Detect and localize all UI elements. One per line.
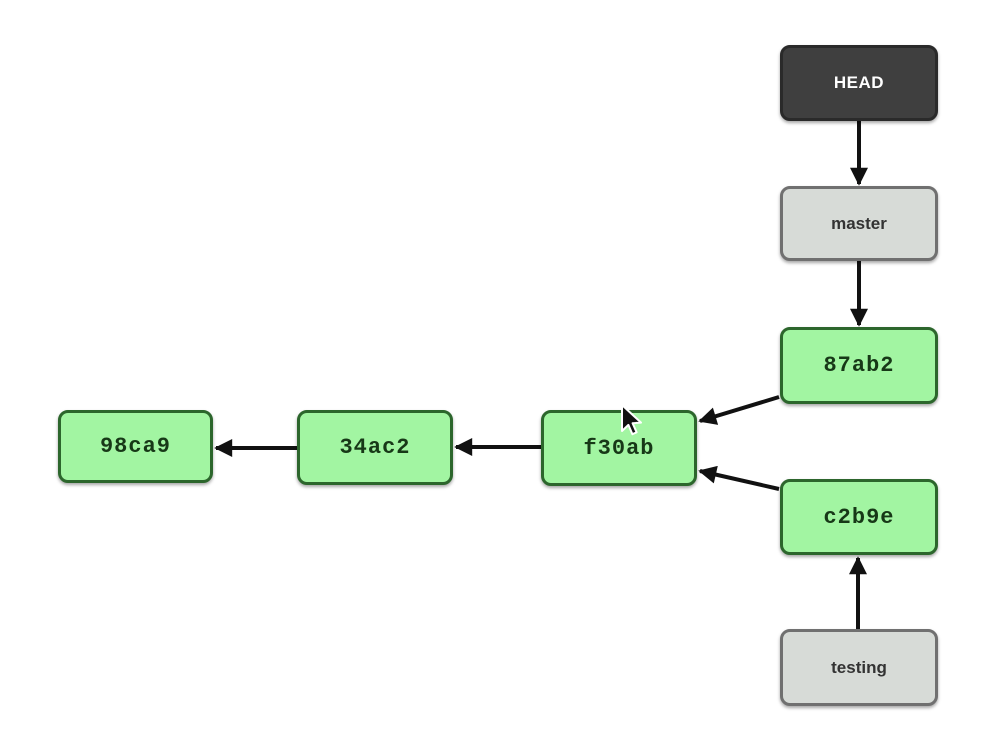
node-commit-87ab2: 87ab2 [780, 327, 938, 404]
node-branch-master: master [780, 186, 938, 261]
node-commit-87ab2-label: 87ab2 [823, 353, 895, 378]
edge-87ab2-to-f30ab [698, 395, 780, 425]
node-branch-testing-label: testing [831, 657, 887, 677]
node-commit-98ca9: 98ca9 [58, 410, 213, 483]
node-commit-98ca9-label: 98ca9 [99, 434, 171, 459]
node-commit-f30ab: f30ab [541, 410, 697, 486]
node-commit-34ac2-label: 34ac2 [339, 435, 411, 460]
edge-c2b9e-to-f30ab [698, 465, 780, 491]
node-branch-master-label: master [831, 213, 887, 233]
node-commit-c2b9e-label: c2b9e [823, 504, 895, 530]
node-commit-34ac2: 34ac2 [297, 410, 453, 485]
node-commit-f30ab-label: f30ab [583, 435, 655, 461]
node-commit-c2b9e: c2b9e [780, 479, 938, 555]
node-branch-testing: testing [780, 629, 938, 706]
node-head: HEAD [780, 45, 938, 121]
node-head-label: HEAD [833, 73, 885, 92]
